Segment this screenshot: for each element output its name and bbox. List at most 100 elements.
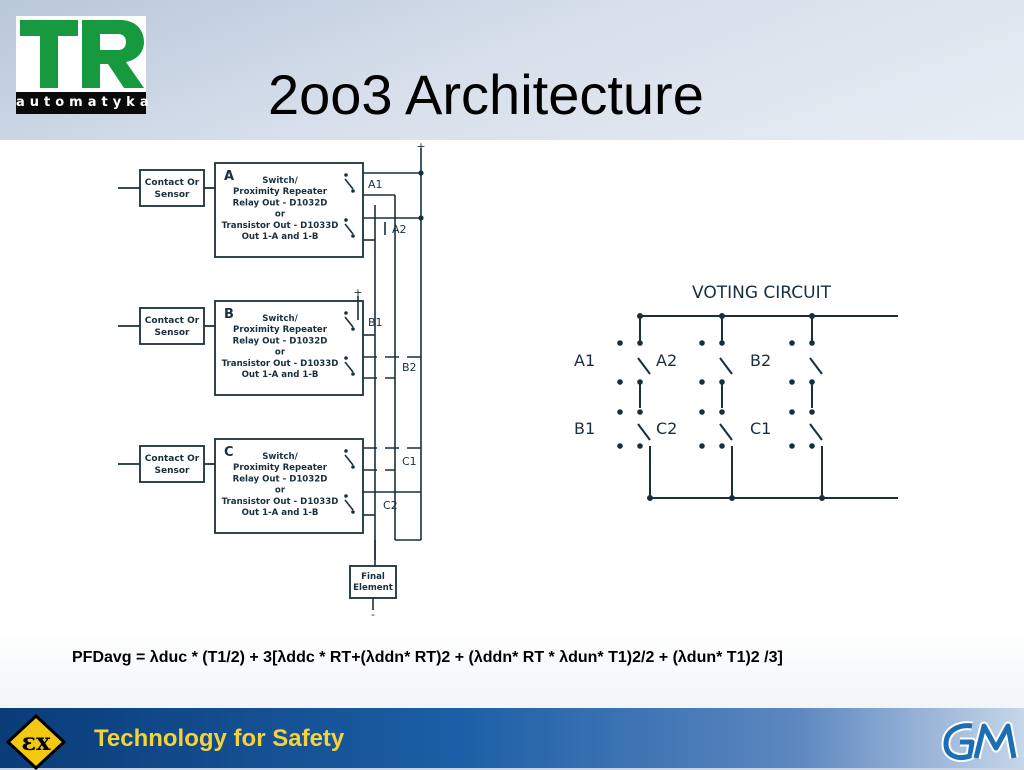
module-B-switch1-contact-top (344, 311, 348, 315)
module-text-line: Out 1-A and 1-B (242, 508, 319, 518)
voting-switch-A2-blade (719, 357, 733, 375)
voting-switch-A1-blade (637, 357, 651, 375)
voting-contact (617, 379, 623, 385)
voting-contact (699, 379, 705, 385)
voting-contact (617, 443, 623, 449)
voting-circuit-title: VOTING CIRCUIT (692, 283, 832, 303)
contact-sensor-box (139, 169, 205, 207)
module-text-line: or (275, 210, 286, 220)
label-a1: A1 (368, 178, 383, 191)
header-band (0, 0, 1024, 140)
module-C-switch2-contact-top (344, 494, 348, 498)
module-letter: C (224, 445, 234, 460)
module-A-switch1-contact-bottom (351, 189, 355, 193)
voting-contact (637, 340, 643, 346)
module-B-switch1-contact-bottom (351, 327, 355, 331)
tr-automatyka-logo: automatyka (16, 16, 149, 114)
svg-text:εx: εx (22, 727, 52, 756)
module-text-line: or (275, 348, 286, 358)
module-C-switch1-contact-bottom (351, 465, 355, 469)
module-B-switch2-contact-top (344, 356, 348, 360)
module-text-line: Proximity Repeater (233, 463, 328, 473)
voting-contact (617, 409, 623, 415)
module-text-line: Switch/ (262, 452, 298, 462)
voting-contact (789, 379, 795, 385)
contact-label: Contact Or (145, 454, 200, 464)
voting-label-B1: B1 (574, 419, 595, 438)
pfdavg-formula: PFDavg = λduc * (T1/2) + 3[λddc * RT+(λd… (72, 649, 783, 666)
voting-contact (809, 443, 815, 449)
module-text-line: Proximity Repeater (233, 187, 328, 197)
gm-logo-icon (941, 721, 1019, 762)
voting-label-B2: B2 (750, 351, 771, 370)
module-box-C (214, 438, 364, 534)
module-text-line: Switch/ (262, 314, 298, 324)
module-A-switch1-contact-top (344, 173, 348, 177)
voting-contact (699, 409, 705, 415)
module-text-line: Relay Out - D1032D (233, 198, 328, 208)
module-text-line: or (275, 486, 286, 496)
label-b2: B2 (402, 361, 417, 374)
voting-contact (789, 443, 795, 449)
module-letter: A (224, 169, 234, 184)
final-element-box (349, 565, 397, 599)
module-text-line: Relay Out - D1032D (233, 336, 328, 346)
module-text-line: Transistor Out - D1033D (222, 497, 339, 507)
voting-switch-C2-blade (719, 423, 733, 441)
voting-contact (617, 340, 623, 346)
main-panel (0, 140, 1024, 708)
voting-contact (719, 340, 725, 346)
contact-label: Contact Or (145, 316, 200, 326)
voting-switch-C1-blade (809, 423, 823, 441)
module-text-line: Transistor Out - D1033D (222, 359, 339, 369)
final-element-label: Element (353, 583, 393, 593)
voting-junction-bottom (729, 495, 735, 501)
voting-contact (699, 443, 705, 449)
module-A-switch2-contact-bottom (351, 234, 355, 238)
final-element-label: Final (361, 572, 385, 582)
contact-sensor-box (139, 307, 205, 345)
module-text-line: Proximity Repeater (233, 325, 328, 335)
voting-contact (809, 340, 815, 346)
footer-bar: εx Technology for Safety (0, 708, 1024, 770)
label-c1: C1 (402, 455, 417, 468)
page-title: 2oo3 Architecture (268, 63, 704, 126)
voting-label-A1: A1 (574, 351, 595, 370)
voting-junction-bottom (647, 495, 653, 501)
module-A-switch2-blade (344, 223, 354, 235)
voting-contact (699, 340, 705, 346)
module-text-line: Switch/ (262, 176, 298, 186)
module-C-switch2-contact-bottom (351, 510, 355, 514)
label-a2: A2 (392, 223, 407, 236)
module-C-switch1-contact-top (344, 449, 348, 453)
contact-label: Sensor (155, 328, 191, 338)
module-C-switch1-blade (344, 454, 354, 466)
label-b1: B1 (368, 316, 383, 329)
ex-hazard-icon: εx (6, 714, 66, 770)
module-text-line: Relay Out - D1032D (233, 474, 328, 484)
minus-sign: - (371, 608, 375, 621)
module-text-line: Out 1-A and 1-B (242, 370, 319, 380)
plus-sign-b: + (353, 286, 362, 299)
voting-contact (789, 409, 795, 415)
voting-contact (637, 443, 643, 449)
plus-sign: + (416, 140, 425, 153)
voting-switch-B2-blade (809, 357, 823, 375)
voting-junction-bottom (819, 495, 825, 501)
2oo3-wiring-diagram: Contact Or Sensor A Switch/Proximity Repeat… (118, 140, 898, 621)
module-B-switch2-contact-bottom (351, 372, 355, 376)
module-C-switch2-blade (344, 499, 354, 511)
module-text-line: Transistor Out - D1033D (222, 221, 339, 231)
voting-contact (637, 409, 643, 415)
voting-label-A2: A2 (656, 351, 677, 370)
voting-contact (719, 443, 725, 449)
voting-label-C2: C2 (656, 419, 677, 438)
module-A-switch2-contact-top (344, 218, 348, 222)
footer-slogan: Technology for Safety (94, 725, 345, 752)
logo-text: automatyka (16, 92, 149, 114)
label-c2: C2 (383, 499, 398, 512)
contact-sensor-box (139, 445, 205, 483)
module-text-line: Out 1-A and 1-B (242, 232, 319, 242)
voting-label-C1: C1 (750, 419, 771, 438)
module-A-switch1-blade (344, 178, 354, 190)
